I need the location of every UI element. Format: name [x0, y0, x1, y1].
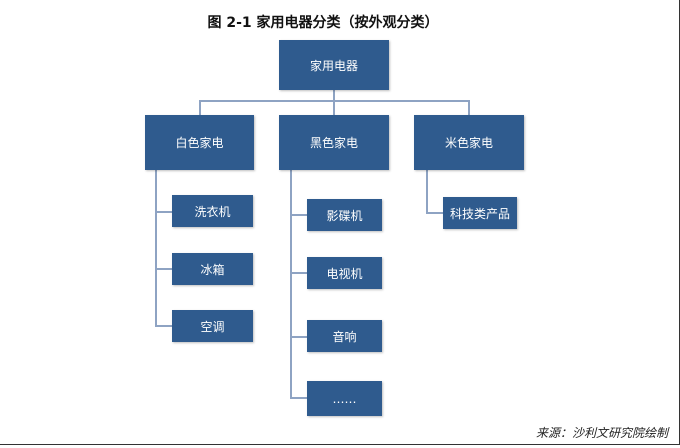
connector	[426, 170, 428, 214]
connector	[290, 170, 292, 398]
figure-title: 图 2-1 家用电器分类（按外观分类）	[207, 15, 439, 31]
connector	[155, 268, 172, 270]
connector	[155, 325, 172, 327]
node-air-conditioner: 空调	[172, 310, 253, 342]
node-refrigerator: 冰箱	[172, 253, 253, 285]
node-beige-appliances: 米色家电	[414, 115, 524, 170]
connector	[290, 272, 307, 274]
connector	[290, 214, 307, 216]
node-audio: 音响	[307, 320, 382, 352]
connector	[155, 211, 172, 213]
node-white-appliances: 白色家电	[145, 115, 254, 170]
node-more: ……	[307, 381, 382, 416]
connector	[333, 90, 335, 115]
connector	[468, 100, 470, 115]
connector	[199, 100, 470, 102]
node-black-appliances: 黑色家电	[279, 115, 389, 170]
node-tech-products: 科技类产品	[443, 197, 517, 229]
connector	[290, 336, 307, 338]
node-root: 家用电器	[279, 40, 389, 90]
node-television: 电视机	[307, 257, 382, 289]
source-note: 来源：沙利文研究院绘制	[535, 426, 668, 440]
connector	[426, 212, 443, 214]
connector	[155, 170, 157, 326]
node-washing-machine: 洗衣机	[172, 195, 253, 227]
connector	[290, 397, 307, 399]
node-dvd-player: 影碟机	[307, 199, 382, 231]
connector	[199, 100, 201, 115]
